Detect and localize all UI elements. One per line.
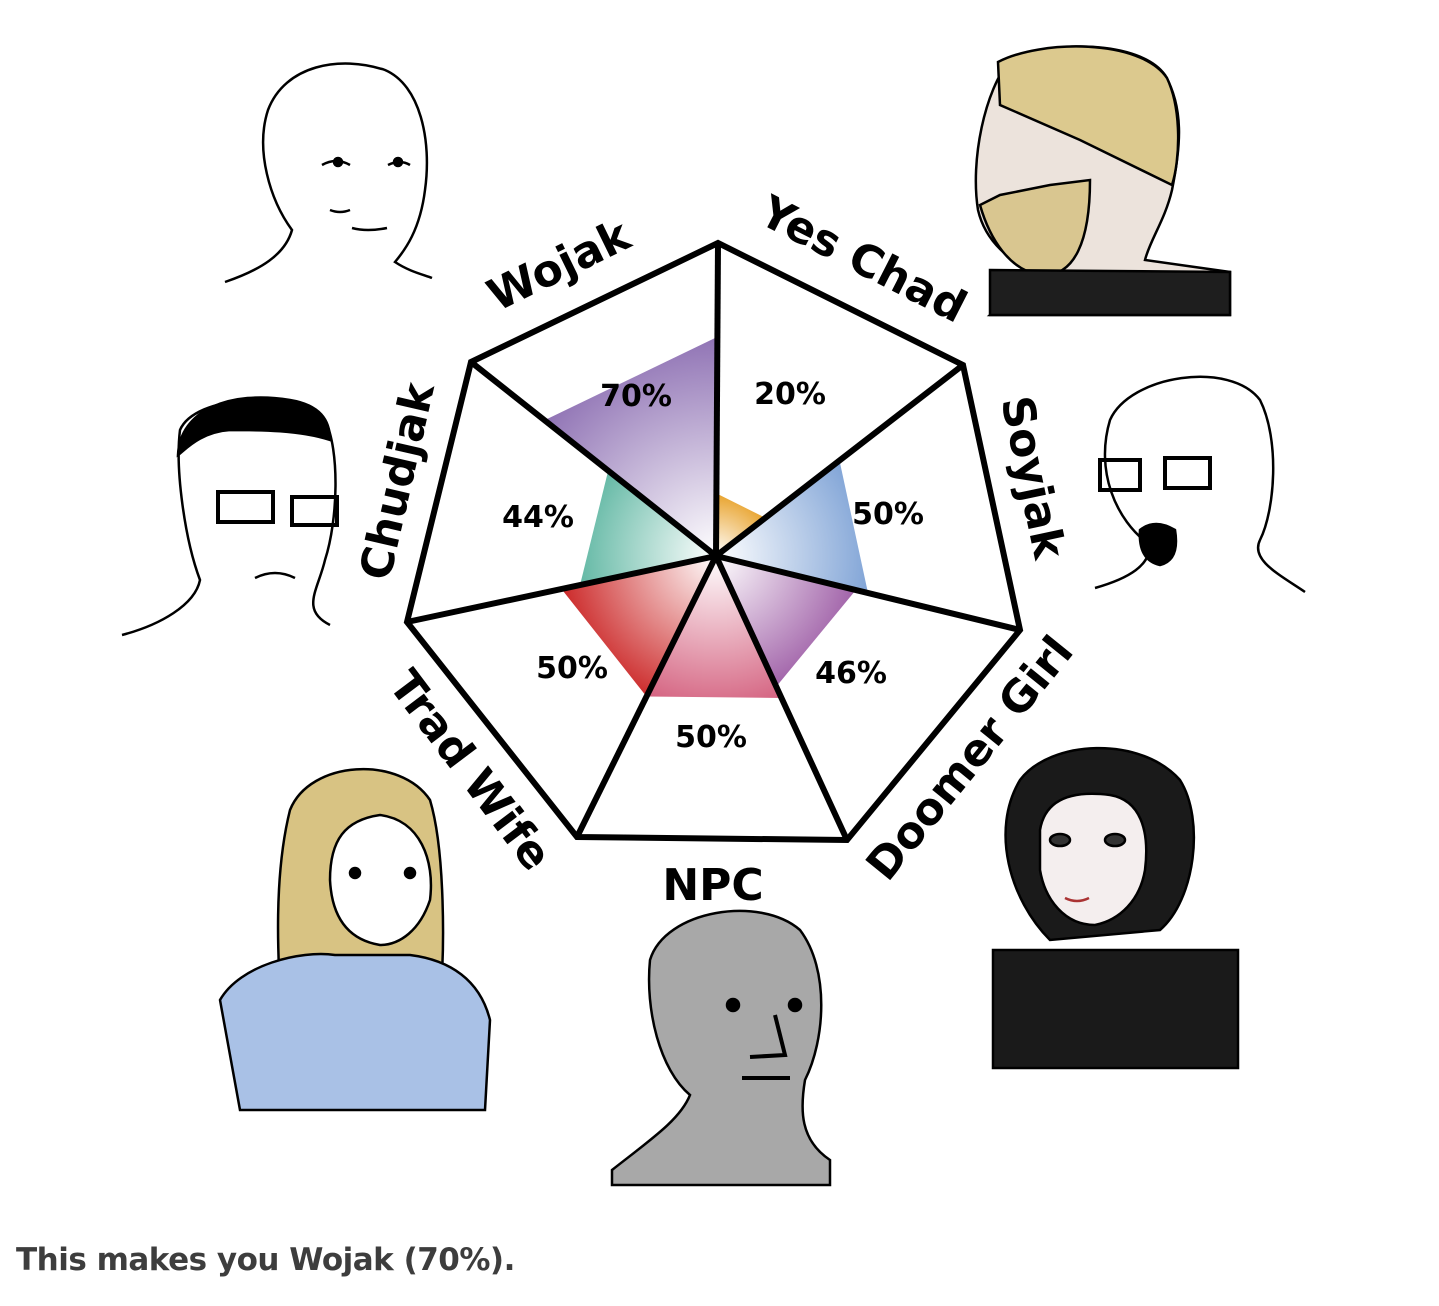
value-label: 20% — [754, 377, 826, 412]
npc-illustration — [610, 909, 832, 1187]
trad-wife-illustration — [218, 767, 492, 1112]
value-label: 70% — [600, 379, 672, 414]
fill-npc — [646, 556, 782, 698]
fill-chudjak — [580, 470, 716, 586]
soyjak-illustration — [1094, 375, 1306, 594]
chudjak-illustration — [121, 396, 339, 637]
fill-wojak — [544, 336, 718, 556]
fill-soyjak — [716, 460, 868, 593]
value-label: 46% — [815, 656, 887, 691]
axis-label-yes-chad: Yes Chad — [751, 186, 975, 334]
fill-doomer-girl — [716, 556, 856, 687]
axis-label-wojak: Wojak — [480, 209, 640, 322]
wojak-face-illustration — [224, 62, 433, 284]
fill-yes-chad — [716, 493, 766, 556]
axis-label-chudjak: Chudjak — [350, 376, 445, 584]
fill-trad-wife — [561, 556, 716, 697]
heptagon-outline — [403, 239, 1024, 844]
spoke — [713, 242, 721, 557]
doomer-girl-illustration — [991, 746, 1240, 1070]
spoke — [714, 362, 965, 559]
value-label: 50% — [675, 720, 747, 755]
spoke — [406, 553, 717, 625]
spoke — [469, 359, 718, 559]
value-label: 50% — [536, 651, 608, 686]
value-label: 50% — [852, 497, 924, 532]
yes-chad-illustration — [974, 45, 1232, 317]
spoke — [715, 553, 1021, 633]
spoke — [713, 554, 850, 842]
axis-label-npc: NPC — [662, 860, 763, 911]
result-caption: This makes you Wojak (70%). — [16, 1242, 515, 1278]
spoke — [574, 554, 719, 839]
value-label: 44% — [502, 500, 574, 535]
